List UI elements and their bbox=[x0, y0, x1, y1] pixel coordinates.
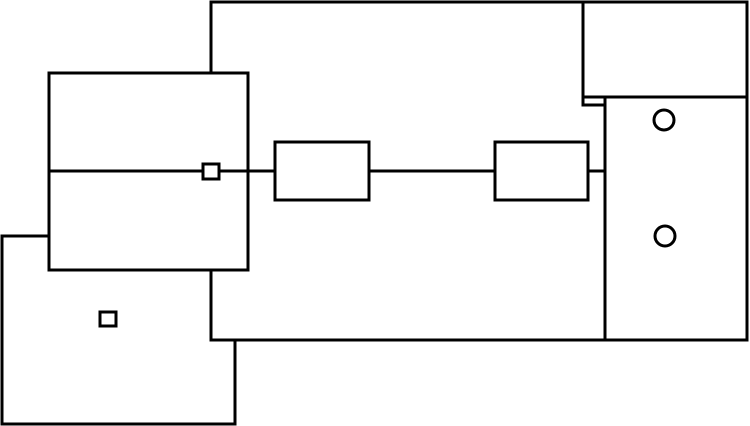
center-module-right bbox=[493, 140, 590, 202]
right-end-cap-outline bbox=[581, 0, 749, 342]
upper-hole bbox=[652, 108, 676, 132]
small-square-connector bbox=[201, 162, 221, 181]
left-lower-panel bbox=[0, 234, 237, 426]
lower-hole bbox=[653, 224, 677, 248]
outer-housing bbox=[209, 0, 607, 342]
small-square-lower bbox=[98, 310, 118, 328]
center-module-left bbox=[273, 140, 371, 202]
